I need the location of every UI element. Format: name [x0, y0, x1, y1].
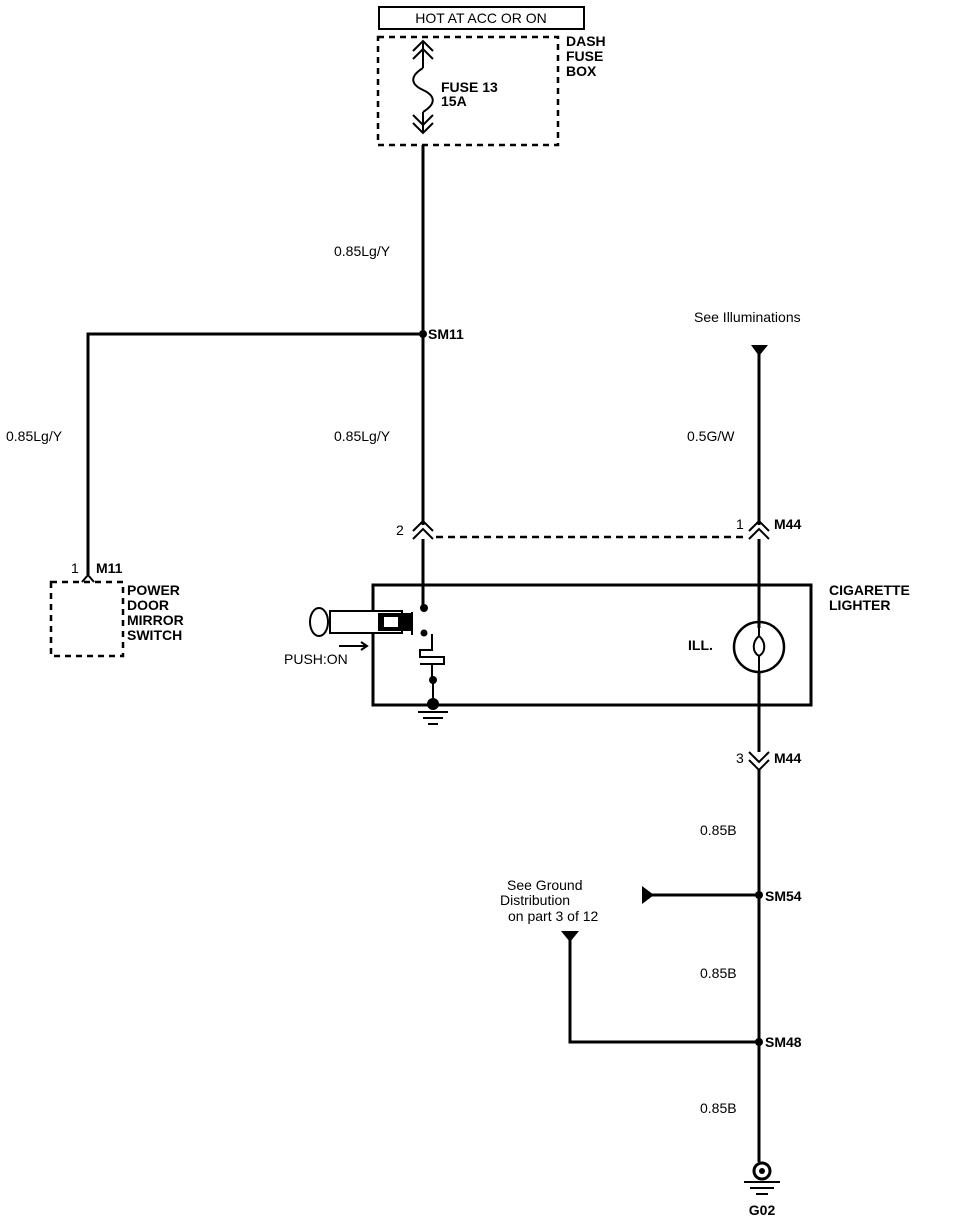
power-door-mirror-switch: 1 M11 POWER DOOR MIRROR SWITCH: [49, 560, 184, 658]
cigarette-lighter-name-line-1: CIGARETTE: [829, 582, 910, 598]
connector-m11-id: M11: [96, 560, 123, 576]
connector-m44-pin2-icon: [412, 519, 434, 540]
fuse-id: FUSE 13: [441, 79, 498, 95]
fuse-rating: 15A: [441, 93, 467, 109]
wire-label-illumination-feed: 0.5G/W: [687, 428, 735, 444]
wire-label-m44-to-sm54: 0.85B: [700, 822, 737, 838]
lighter-ground-icon: [418, 711, 448, 725]
connector-m44-pin1-id: M44: [774, 516, 801, 532]
fuse-bottom-terminal-icon: [412, 114, 434, 135]
cigarette-lighter-name-line-2: LIGHTER: [829, 597, 890, 613]
mirror-switch-name-line-1: POWER: [127, 582, 180, 598]
mirror-switch-name-line-4: SWITCH: [127, 627, 182, 643]
ground-g02-icon: [744, 1161, 780, 1195]
wire-label-sm11-to-lighter: 0.85Lg/Y: [334, 428, 391, 444]
splice-sm48-label: SM48: [765, 1034, 802, 1050]
connector-m44-bottom: 3 M44: [736, 750, 801, 772]
fuse-box-name-line-1: DASH: [566, 33, 606, 49]
wire-ground-ref-to-sm48: [568, 931, 759, 1044]
splice-sm54-label: SM54: [765, 888, 802, 904]
splice-sm11-label: SM11: [428, 326, 464, 342]
fuse-box-name-line-3: BOX: [566, 63, 597, 79]
fuse-box-outline: [376, 35, 560, 147]
reference-ground-line-3: on part 3 of 12: [508, 908, 599, 924]
mirror-switch-outline: [49, 580, 125, 658]
push-direction-arrow-icon: [339, 641, 369, 651]
connector-m44-pin2-number: 2: [396, 522, 404, 538]
connector-m11-pin: 1: [71, 560, 79, 576]
ground-reference-arrow-icon: [642, 886, 654, 904]
mirror-switch-name-line-2: DOOR: [127, 597, 169, 613]
wire-sm11-to-mirror-switch: [86, 332, 423, 575]
connector-m44-pin3-icon: [748, 751, 770, 772]
reference-ground-line-1: See Ground: [507, 877, 583, 893]
connector-m44-top: 2 1 M44: [396, 516, 801, 540]
power-source: HOT AT ACC OR ON: [378, 6, 585, 30]
connector-m44-pin1-number: 1: [736, 516, 744, 532]
lighter-heater-element-icon: [419, 634, 445, 678]
fuse-box-name-line-2: FUSE: [566, 48, 603, 64]
fuse-element-icon: [412, 67, 434, 113]
reference-illuminations: See Illuminations: [694, 309, 801, 325]
wire-label-sm48-to-g02: 0.85B: [700, 1100, 737, 1116]
wire-label-sm54-to-sm48: 0.85B: [700, 965, 737, 981]
connector-m11-icon: [81, 573, 95, 583]
connector-m44-pin3-number: 3: [736, 750, 744, 766]
cigarette-lighter: CIGARETTE LIGHTER PUSH:ON ILL.: [284, 539, 910, 752]
cigarette-lighter-outline: [371, 583, 813, 707]
wire-label-sm11-to-mirror-switch: 0.85Lg/Y: [6, 428, 63, 444]
reference-ground-line-2: Distribution: [500, 892, 570, 908]
mirror-switch-name-line-3: MIRROR: [127, 612, 184, 628]
lighter-push-label: PUSH:ON: [284, 651, 348, 667]
ground-g02-label: G02: [749, 1202, 776, 1218]
connector-m44-pin3-id: M44: [774, 750, 801, 766]
wire-label-fuse-to-sm11: 0.85Lg/Y: [334, 243, 391, 259]
illumination-lamp-label: ILL.: [688, 637, 713, 653]
power-source-box: [378, 6, 585, 30]
dash-fuse-box: DASH FUSE BOX FUSE 13 15A: [376, 33, 606, 147]
power-source-label: HOT AT ACC OR ON: [415, 10, 546, 26]
lighter-push-knob-icon: [309, 607, 413, 637]
